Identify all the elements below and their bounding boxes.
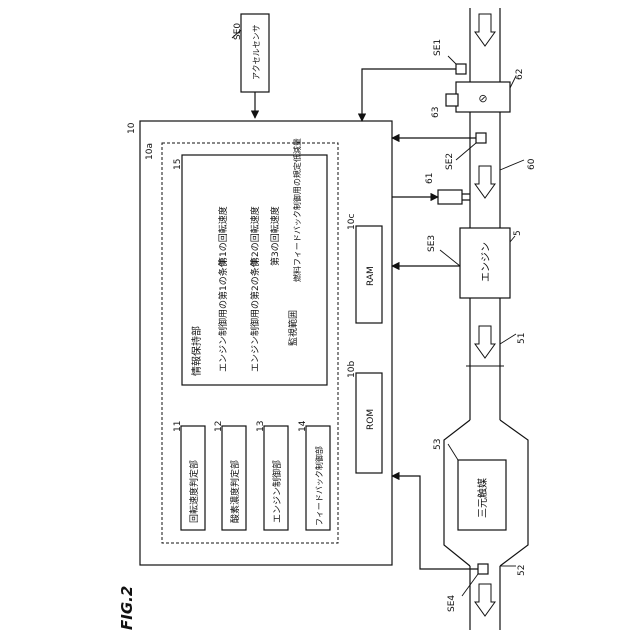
throttle-position-sensor [446, 94, 458, 106]
throttle-ref: 62 [515, 69, 525, 80]
rom-ref: 10b [347, 361, 357, 378]
ram-label: RAM [366, 266, 376, 286]
fuel-injector [438, 190, 462, 204]
se2-label: SE2 [445, 153, 455, 170]
unit-13-ref: 13 [256, 421, 266, 432]
unit-11-ref: 11 [173, 421, 183, 432]
exhaust-pipe [466, 298, 504, 420]
engine-ref: 5 [513, 230, 523, 236]
catalyst-label: 三元触媒 [476, 478, 489, 518]
unit-14-ref: 14 [298, 420, 308, 432]
se2-sensor [476, 133, 486, 143]
throttle-icon: ⊘ [478, 92, 487, 105]
info-item-right-2: 第2の回転速度 [249, 206, 261, 266]
info-item-right-1: 第1の回転速度 [217, 206, 229, 266]
exhaust-pipe-ref: 51 [517, 333, 527, 344]
intake-flow-arrow [475, 14, 495, 46]
ram-ref: 10c [347, 214, 357, 230]
accelerator-sensor-label: アクセルセンサ [252, 24, 261, 80]
se3-label: SE3 [427, 235, 437, 252]
ecu-inner-ref: 10a [145, 143, 155, 160]
unit-12-label: 酸素濃度判定部 [229, 460, 241, 523]
info-item-right-3: 第3の回転速度 [269, 206, 281, 266]
ecu-ref: 10 [127, 122, 137, 134]
se1-label: SE1 [433, 39, 443, 56]
unit-11-label: 回転速度判定部 [188, 460, 200, 523]
se1-signal-line [362, 69, 456, 121]
outlet-ref: 52 [517, 565, 527, 576]
throttle-sensor-ref: 63 [431, 107, 441, 118]
info-holding-unit-ref: 15 [173, 159, 183, 170]
se4-sensor [478, 564, 488, 574]
outlet-flow-arrow [475, 584, 495, 616]
info-item-left-3: 監視範囲 [287, 310, 299, 346]
intake-flow-arrow-2 [475, 166, 495, 198]
rom-label: ROM [366, 409, 376, 430]
figure-label: FIG.2 [118, 586, 136, 630]
unit-13-label: エンジン制御部 [271, 460, 283, 523]
se4-label: SE4 [447, 595, 457, 612]
accelerator-sensor-ref: SE0 [233, 23, 243, 40]
info-item-left-1: エンジン制御用の第1の条件 [217, 258, 229, 372]
info-holding-unit-title: 情報保持部 [190, 326, 203, 376]
catalyst-ref: 53 [433, 439, 443, 450]
injector-ref: 61 [425, 173, 435, 184]
exhaust-flow-arrow [475, 326, 495, 358]
info-item-right-4: 燃料フィードバック制御用の規定低減量 [292, 138, 302, 282]
engine-label: エンジン [481, 242, 492, 282]
se1-sensor [456, 64, 466, 74]
intake-pipe-ref: 60 [527, 158, 537, 170]
unit-14-label: フィードバック制御部 [314, 446, 324, 526]
unit-12-ref: 12 [214, 421, 224, 432]
info-item-left-2: エンジン制御用の第2の条件 [249, 258, 261, 372]
functional-units: 回転速度判定部 11 酸素濃度判定部 12 エンジン制御部 13 フィードバック… [173, 420, 330, 530]
